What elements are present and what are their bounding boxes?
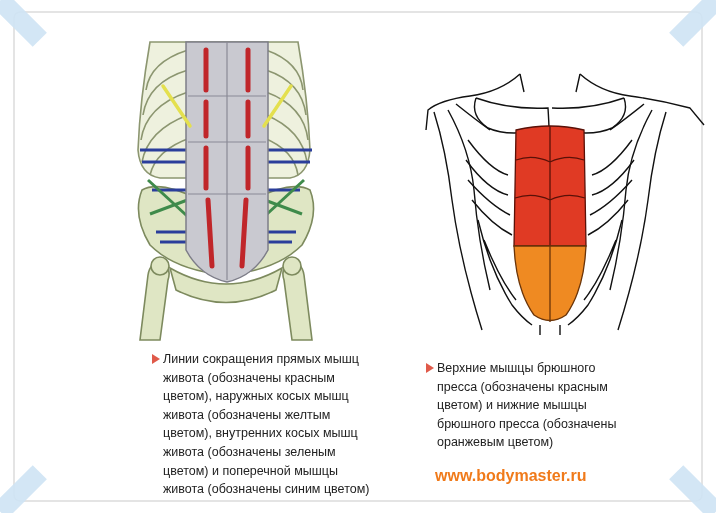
watermark-url: www.bodymaster.ru <box>435 466 586 486</box>
lower-abs <box>514 246 586 322</box>
caption-text: Линии сокращения прямых мышц живота (обо… <box>163 350 375 499</box>
caption-text: Верхние мышцы брюшного пресса (обозначен… <box>437 359 633 452</box>
card-frame <box>14 12 702 501</box>
upper-abs <box>514 126 586 246</box>
rectus-lines <box>206 50 248 266</box>
rectus-sheath <box>186 42 268 282</box>
torso-outline <box>426 74 704 335</box>
external-oblique-lines <box>163 86 291 126</box>
